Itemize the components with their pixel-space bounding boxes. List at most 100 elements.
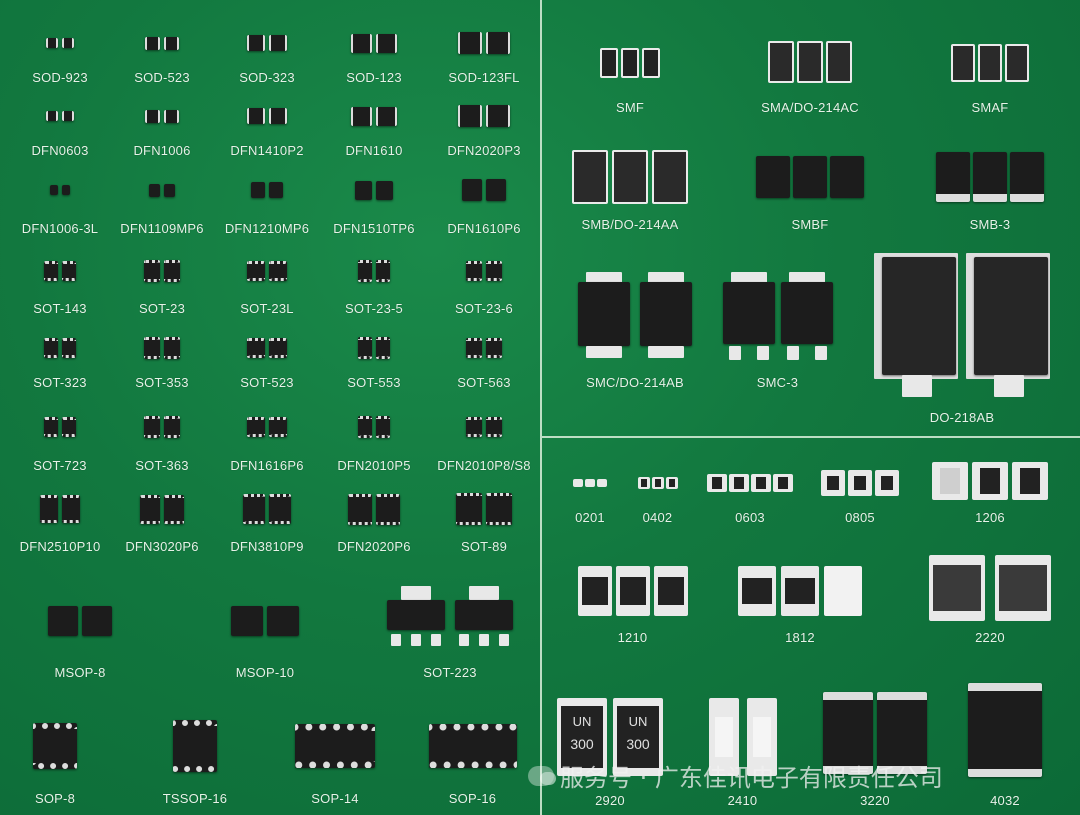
sma-part <box>797 40 823 83</box>
package-part <box>62 417 76 437</box>
package-label: SOT-553 <box>347 375 401 390</box>
package-smaf: SMAF <box>935 25 1045 115</box>
package-part <box>145 109 160 123</box>
sop8-chip <box>33 723 77 769</box>
package-cell: SOT-323 <box>8 320 112 390</box>
package-sop-14: SOP-14 <box>280 700 390 806</box>
msop-chip <box>82 605 112 636</box>
package-cell: SOT-563 <box>432 320 536 390</box>
package-part <box>486 338 502 358</box>
r2410 <box>708 698 739 776</box>
package-cell: DFN1510TP6 <box>322 158 426 236</box>
package-part <box>251 182 265 198</box>
package-label: DFN1109MP6 <box>120 221 204 236</box>
package-part <box>269 417 287 437</box>
package-part <box>269 338 287 358</box>
msop-chip <box>267 605 299 636</box>
pptc-2920: UN 300 <box>557 698 607 776</box>
smf-part <box>642 48 660 78</box>
package-cell: SOT-23L <box>215 240 319 316</box>
package-label: SMF <box>615 100 645 115</box>
smf-part <box>621 48 639 78</box>
r1206 <box>1012 461 1048 500</box>
package-part <box>376 416 390 438</box>
package-smb: SMB/DO-214AA <box>560 135 700 232</box>
package-part <box>62 185 70 195</box>
package-label: 2920 <box>595 793 625 808</box>
package-label: SMAF <box>971 100 1009 115</box>
package-label: SOT-89 <box>461 539 507 554</box>
package-cell: DFN2010P8/S8 <box>432 395 536 473</box>
r4032 <box>968 682 1042 777</box>
package-part <box>486 32 510 54</box>
package-cell: SOT-143 <box>8 240 112 316</box>
package-2410: 2410 <box>695 680 790 808</box>
sop14-chip <box>295 724 375 768</box>
r1206 <box>972 461 1008 500</box>
package-1210: 1210 <box>565 550 700 645</box>
package-part <box>269 494 291 524</box>
package-cell: SOT-89 <box>432 478 536 554</box>
package-label: SOT-223 <box>423 665 477 680</box>
package-sop-16: SOP-16 <box>415 700 530 806</box>
watermark-text: 服务号 · 广东佳讯电子有限责任公司 <box>560 764 943 792</box>
package-part <box>164 337 180 359</box>
package-1812: 1812 <box>725 550 875 645</box>
msop-chip <box>231 605 263 636</box>
smaf-part <box>951 44 975 82</box>
package-part <box>486 493 512 525</box>
package-label: SMA/DO-214AC <box>761 100 859 115</box>
r3220 <box>823 692 873 774</box>
r1812 <box>738 565 776 616</box>
package-label: DFN1610 <box>345 143 403 158</box>
part-marking-line1: UN <box>628 714 648 729</box>
part-marking-line2: 300 <box>626 736 650 752</box>
package-part <box>62 338 76 358</box>
smaf-part <box>1005 44 1029 82</box>
package-cell: DFN0603 <box>8 88 112 158</box>
package-label: SOT-23 <box>139 301 185 316</box>
package-part <box>140 494 160 524</box>
package-do-218ab: DO-218AB <box>862 240 1062 425</box>
package-cell: DFN1006 <box>110 88 214 158</box>
package-2220: 2220 <box>915 545 1065 645</box>
r2220 <box>929 555 985 621</box>
package-label: SOT-23-6 <box>455 301 513 316</box>
package-part <box>247 261 265 281</box>
r0603 <box>751 474 771 492</box>
package-label: 1812 <box>785 630 815 645</box>
package-part <box>40 495 58 523</box>
package-label: SOT-23-5 <box>345 301 403 316</box>
package-part <box>376 493 400 525</box>
package-sot-223: SOT-223 <box>375 568 525 680</box>
package-2920: UN 300 UN 300 2920 <box>550 680 670 808</box>
smc3-part <box>780 271 833 360</box>
package-part <box>269 35 287 51</box>
package-part <box>62 495 80 523</box>
package-label: DFN1006-3L <box>21 221 99 236</box>
tssop16-chip <box>173 720 217 772</box>
package-label: 0402 <box>642 510 673 525</box>
r2220 <box>995 555 1051 621</box>
package-cell: SOT-23-5 <box>322 240 426 316</box>
package-cell: DFN1410P2 <box>215 88 319 158</box>
r0603 <box>729 474 749 492</box>
r1210 <box>615 565 650 616</box>
smc3-part <box>722 271 775 360</box>
package-part <box>486 417 502 437</box>
r1210 <box>653 565 688 616</box>
smc-part <box>578 271 630 360</box>
package-part <box>486 179 506 201</box>
package-msop-8: MSOP-8 <box>20 575 140 680</box>
package-label: SOP-16 <box>448 791 497 806</box>
package-part <box>46 111 58 121</box>
package-cell: DFN1610 <box>322 88 426 158</box>
smbf-part <box>756 155 790 198</box>
package-label: DFN1616P6 <box>230 458 304 473</box>
package-part <box>456 493 482 525</box>
package-label: 3220 <box>860 793 890 808</box>
package-part <box>164 109 179 123</box>
package-label: 2220 <box>975 630 1005 645</box>
r0805 <box>848 470 872 496</box>
